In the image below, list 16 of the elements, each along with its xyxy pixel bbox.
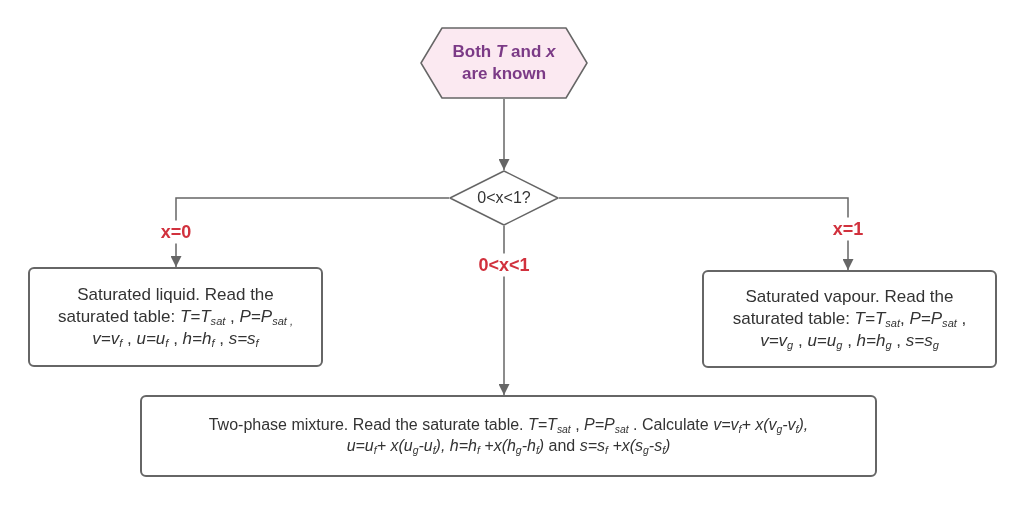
node-text: Saturated vapour. Read the saturated table: T=T$_{sat}$, P=P$_{sat}$ , v=v$_{g}$ , u=u$_{g}$ , h=h$_{g}$ , s=s$_{g}$ xyxy=(731,285,968,353)
start-hexagon xyxy=(420,27,588,99)
edge-label: 0<x<1 xyxy=(476,253,532,277)
node-text: Two-phase mixture. Read the saturate table. T=T$_{sat}$ , P=P$_{sat}$ . Calculate v=v$_{f}$+ x(v$_{g}$-v$_{f}$), u=u$_{f}$+ x(u$_{g}$-u$_{f}$), h=h$_{f}$ +x(h$_{g}$-h$_{f}$) and s=s$_{f}$ +x(s$_{g}$-s$_{f}$) xyxy=(207,415,810,457)
node-text: Both T and x are known xyxy=(451,40,557,85)
node-text: Saturated liquid. Read the saturated table: T=T$_{sat}$ , P=P$_{sat ,}$ v=v$_{f}$ , u=u$_{f}$ , h=h$_{f}$ , s=s$_{f}$ xyxy=(57,283,294,351)
process-box xyxy=(702,270,997,368)
process-box xyxy=(140,395,877,477)
process-box xyxy=(28,267,323,367)
arrow xyxy=(170,197,450,268)
edge-label: x=1 xyxy=(830,217,866,241)
node-text: 0<x<1? xyxy=(477,187,531,208)
decision-diamond xyxy=(449,170,559,226)
arrow xyxy=(558,197,854,271)
arrow xyxy=(498,98,510,171)
edge-label: x=0 xyxy=(158,220,194,244)
